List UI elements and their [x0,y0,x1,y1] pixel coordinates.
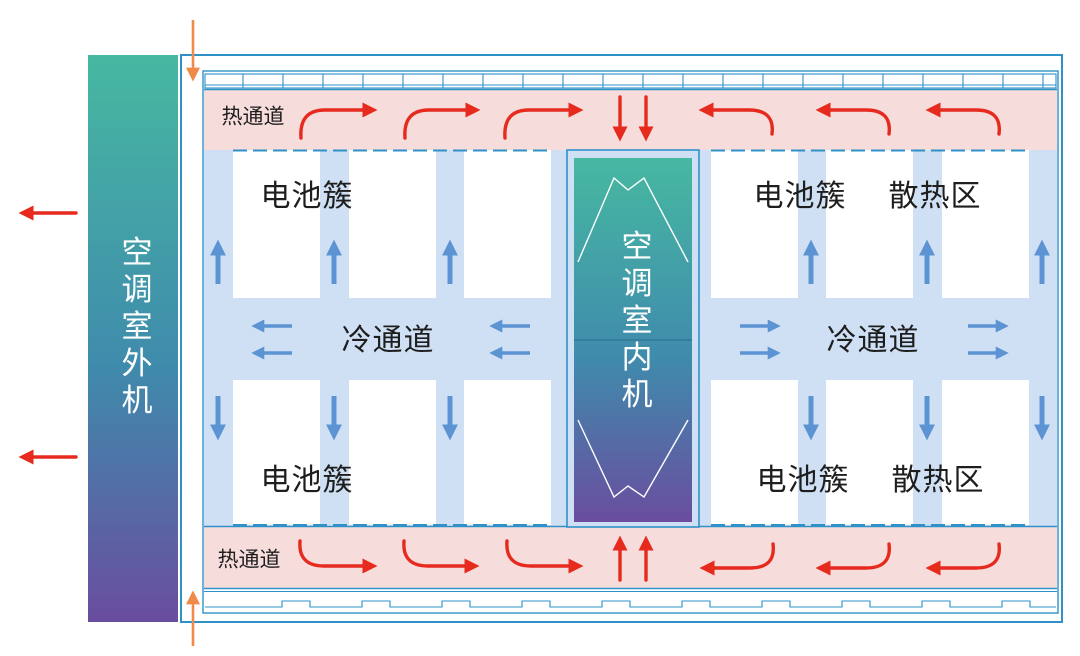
hot-aisle-top [204,90,1057,150]
cold-airflow-down-arrows [210,396,1050,441]
heat-zone-label-bottom-right: 散热区 [891,463,985,498]
cold-aisle-right-label: 冷通道 [826,323,920,358]
bottom-vent-profile [205,600,1056,608]
hot-airflow-arrow-right [299,102,378,140]
container-inner-frame [202,70,1059,614]
battery-cluster-block [233,150,320,298]
hot-airflow-arrow-left [925,102,1001,136]
hot-airflow-arrow-right [503,102,584,140]
battery-cluster-label-top-right: 电池簇 [753,179,847,214]
battery-cluster-block [464,150,551,298]
indoor-unit-louver-bottom [577,419,689,499]
top-vent-slats [242,74,1044,88]
hot-aisle-top-label: 热通道 [221,104,285,129]
outdoor-ac-unit [88,55,178,622]
cold-aisle-left-label: 冷通道 [341,323,435,358]
outdoor-unit-label: 空调室外机 [115,235,152,421]
hot-airflow-arrow-left [815,542,891,576]
cold-airflow-horizontal-arrows [251,319,1009,360]
hot-airflow-arrow-left [699,542,775,576]
hot-aisle-bottom [204,527,1057,588]
hot-airflow-arrow-right [505,539,584,574]
battery-cluster-row-bottom [233,380,1029,525]
battery-cluster-block [349,380,436,525]
hot-airflow-bottom [298,535,1001,582]
battery-cluster-block [942,150,1029,298]
battery-cluster-block [711,150,798,298]
battery-cluster-block [942,380,1029,525]
indoor-unit-label: 空调室内机 [615,229,652,415]
top-vent-body [204,73,1057,89]
battery-cluster-block [711,380,798,525]
hot-airflow-arrow-right [402,539,480,574]
hot-airflow-arrow-right [298,539,378,574]
container-outer-frame [180,54,1063,623]
battery-cluster-block [826,150,913,298]
battery-cluster-block [826,380,913,525]
battery-cluster-label-bottom-left: 电池簇 [260,463,354,498]
hot-aisle-bottom-label: 热通道 [217,547,281,572]
battery-cluster-block [233,380,320,525]
hot-airflow-arrow-left [925,542,1001,576]
top-vent-grille [204,73,1057,89]
battery-cluster-block [464,380,551,525]
battery-cluster-label-top-left: 电池簇 [260,179,354,214]
battery-cluster-row-top [233,150,1029,298]
bottom-vent-grille [204,590,1057,608]
hot-airflow-arrow-left [815,102,891,136]
cold-airflow-up-arrows [210,239,1050,284]
hot-airflow-top [299,95,1001,142]
heat-zone-label-top-right: 散热区 [888,179,982,214]
hot-airflow-arrow-right [403,102,481,140]
hot-airflow-arrow-left [698,102,774,136]
battery-cluster-block [349,150,436,298]
battery-cluster-label-bottom-right: 电池簇 [756,463,850,498]
indoor-unit-louver-top [577,176,689,263]
